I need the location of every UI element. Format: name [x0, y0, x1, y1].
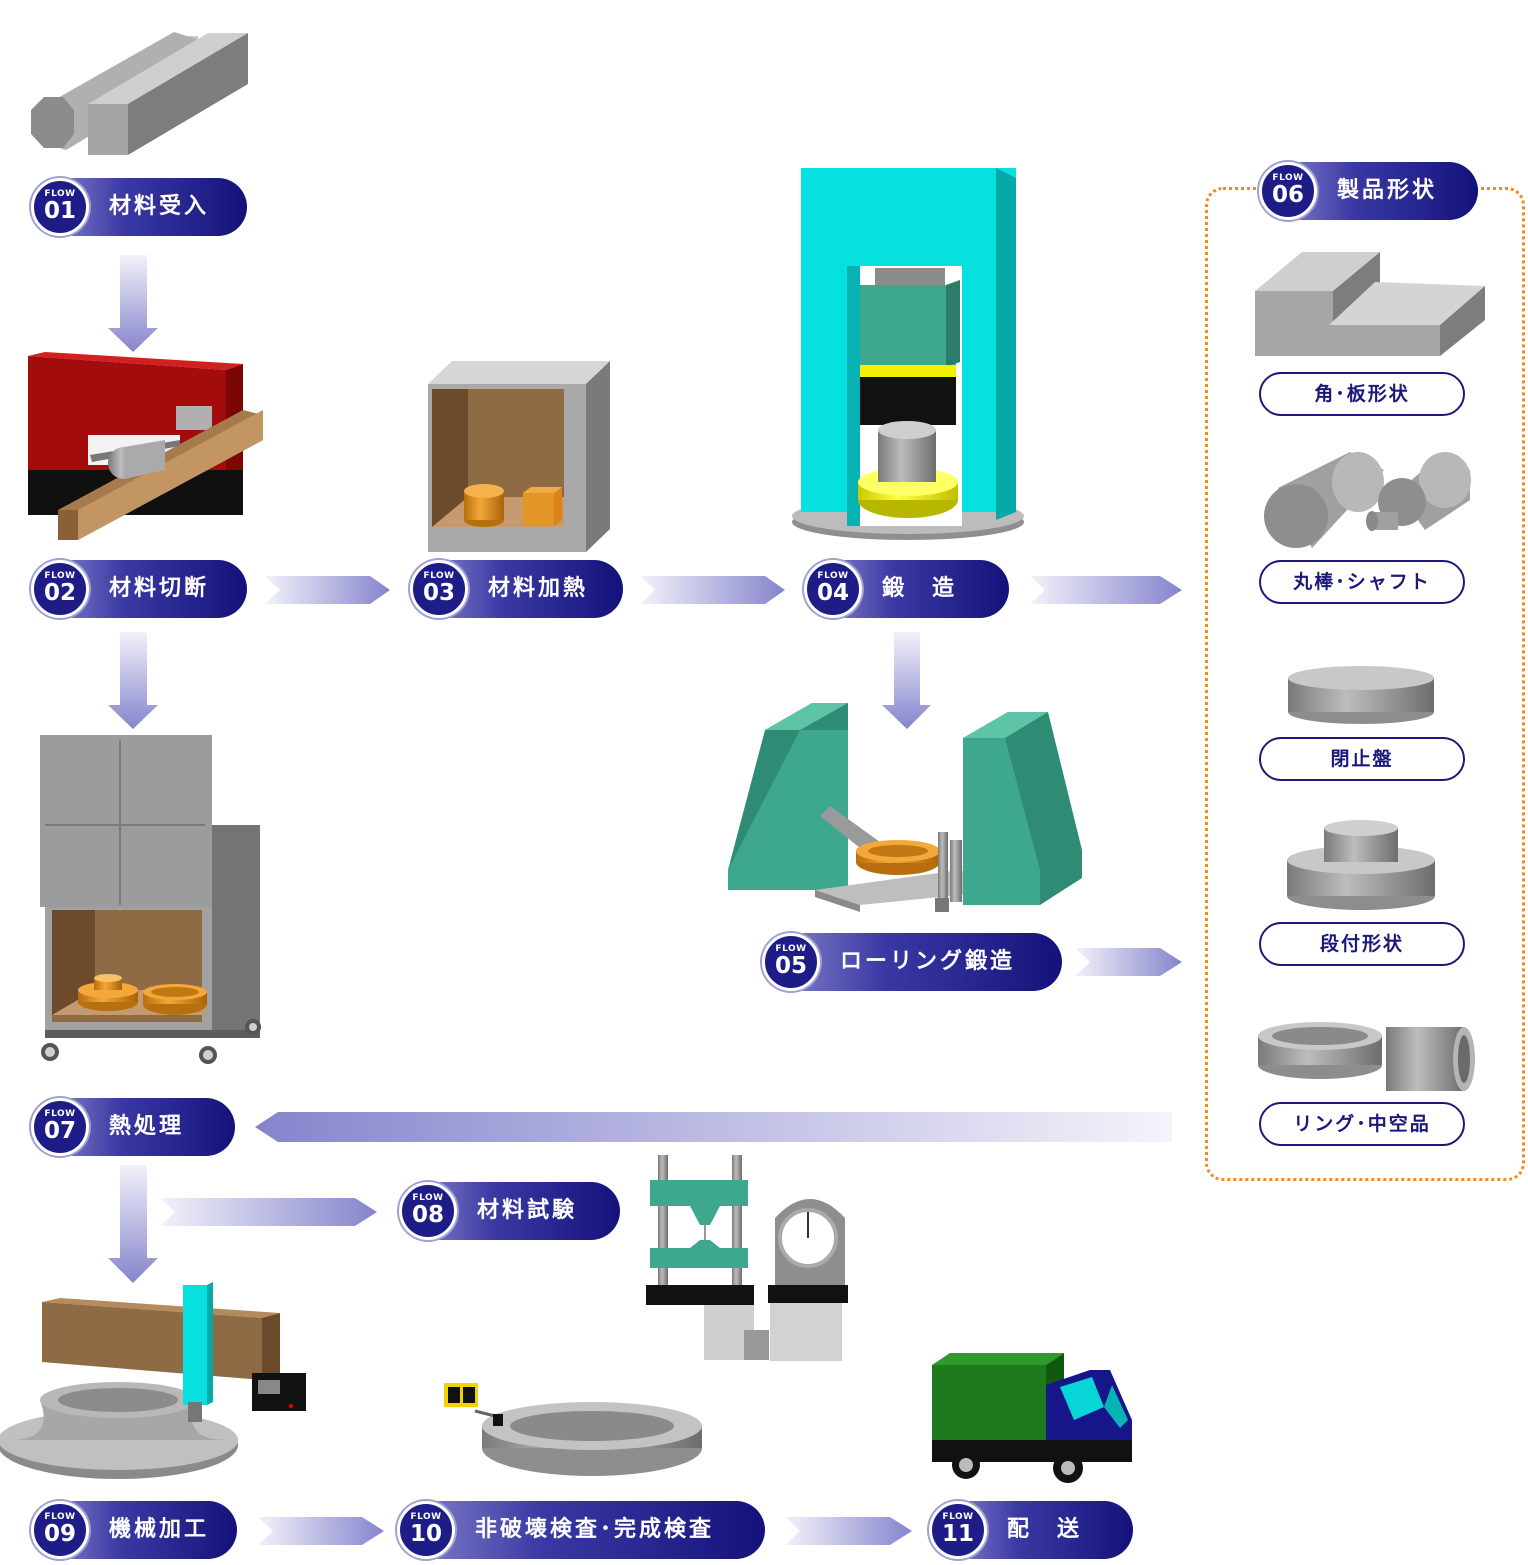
flow-number: 04	[816, 580, 849, 606]
forging-press-illustration	[792, 168, 1024, 540]
arrow-09-10	[258, 1517, 384, 1545]
step-label: 材料加熱	[488, 576, 589, 601]
flow-tag: FLOW	[412, 1193, 444, 1203]
flow-number: 02	[43, 580, 76, 606]
flow-tag: FLOW	[817, 571, 849, 581]
material-testing-machine-illustration	[646, 1155, 848, 1361]
step-label: 製品形状	[1337, 178, 1438, 203]
step-pill-bar	[790, 933, 1062, 991]
step-label: 機械加工	[109, 1517, 210, 1542]
arrow-03-04	[640, 576, 785, 604]
flow-number: 01	[43, 198, 76, 224]
product-shapes-group	[1205, 187, 1525, 1181]
arrow-02-03	[265, 576, 390, 604]
step-label: 材料切断	[109, 576, 210, 601]
shape-label-ring-hollow: リング･中空品	[1259, 1102, 1465, 1146]
flow-number: 05	[774, 953, 807, 979]
step-pill-bar	[425, 1501, 765, 1559]
raw-material-bars-illustration	[31, 32, 248, 155]
step-label: 熱処理	[109, 1114, 185, 1139]
heat-treatment-furnace-illustration	[40, 735, 261, 1064]
flow-tag: FLOW	[423, 571, 455, 581]
arrow-04-05	[882, 632, 931, 729]
flow-number: 09	[43, 1521, 76, 1547]
step-label: ローリング鍛造	[840, 949, 1016, 974]
step-pill-bar	[59, 560, 247, 618]
heating-furnace-illustration	[428, 361, 610, 552]
band-saw-illustration	[28, 352, 263, 540]
flow-number: 06	[1271, 182, 1304, 208]
flow-tag: FLOW	[775, 944, 807, 954]
product-shape-blind-flange	[1288, 666, 1434, 724]
arrow-10-11	[785, 1517, 912, 1545]
flow-tag: FLOW	[942, 1512, 974, 1522]
step-pill-bar	[1287, 162, 1478, 220]
flow-number: 07	[43, 1118, 76, 1144]
flow-tag: FLOW	[44, 189, 76, 199]
flow-number: 08	[411, 1202, 444, 1228]
step-pill-bar	[427, 1182, 620, 1240]
step-label: 材料受入	[109, 194, 210, 219]
delivery-truck-illustration	[932, 1353, 1132, 1483]
shape-label-blind-flange: 閉止盤	[1259, 737, 1465, 781]
step-label: 配 送	[1007, 1517, 1083, 1542]
arrow-06-07	[255, 1112, 1172, 1142]
flow-number: 03	[422, 580, 455, 606]
arrow-04-06	[1030, 576, 1182, 604]
shape-label-round-bar: 丸棒･シャフト	[1259, 560, 1465, 604]
arrow-01-02	[108, 255, 158, 352]
shape-label-stepped: 段付形状	[1259, 922, 1465, 966]
flow-tag: FLOW	[1272, 173, 1304, 183]
flow-arrows	[108, 255, 1182, 1545]
step-label: 材料試験	[477, 1198, 578, 1223]
flow-tag: FLOW	[410, 1512, 442, 1522]
step-label: 非破壊検査･完成検査	[475, 1517, 715, 1542]
flow-number: 10	[409, 1521, 442, 1547]
step-label: 鍛 造	[882, 576, 958, 601]
arrow-07-09	[108, 1165, 158, 1283]
arrow-05-06	[1075, 948, 1182, 976]
flow-number: 11	[941, 1521, 974, 1547]
flow-tag: FLOW	[44, 1109, 76, 1119]
product-shape-ring-hollow	[1258, 1022, 1475, 1091]
product-shape-square-plate	[1255, 252, 1485, 356]
product-shape-round-bar	[1264, 452, 1471, 548]
shape-label-square-plate: 角･板形状	[1259, 372, 1465, 416]
product-shape-stepped	[1287, 820, 1435, 910]
arrow-02-07	[108, 632, 158, 729]
flow-tag: FLOW	[44, 1512, 76, 1522]
ring-rolling-machine-illustration	[728, 703, 1082, 912]
machining-illustration	[0, 1282, 306, 1479]
inspection-illustration	[444, 1383, 702, 1476]
flow-tag: FLOW	[44, 571, 76, 581]
step-pill-bar	[59, 178, 247, 236]
arrow-07-08	[160, 1198, 377, 1226]
step-pill-bar	[438, 560, 623, 618]
